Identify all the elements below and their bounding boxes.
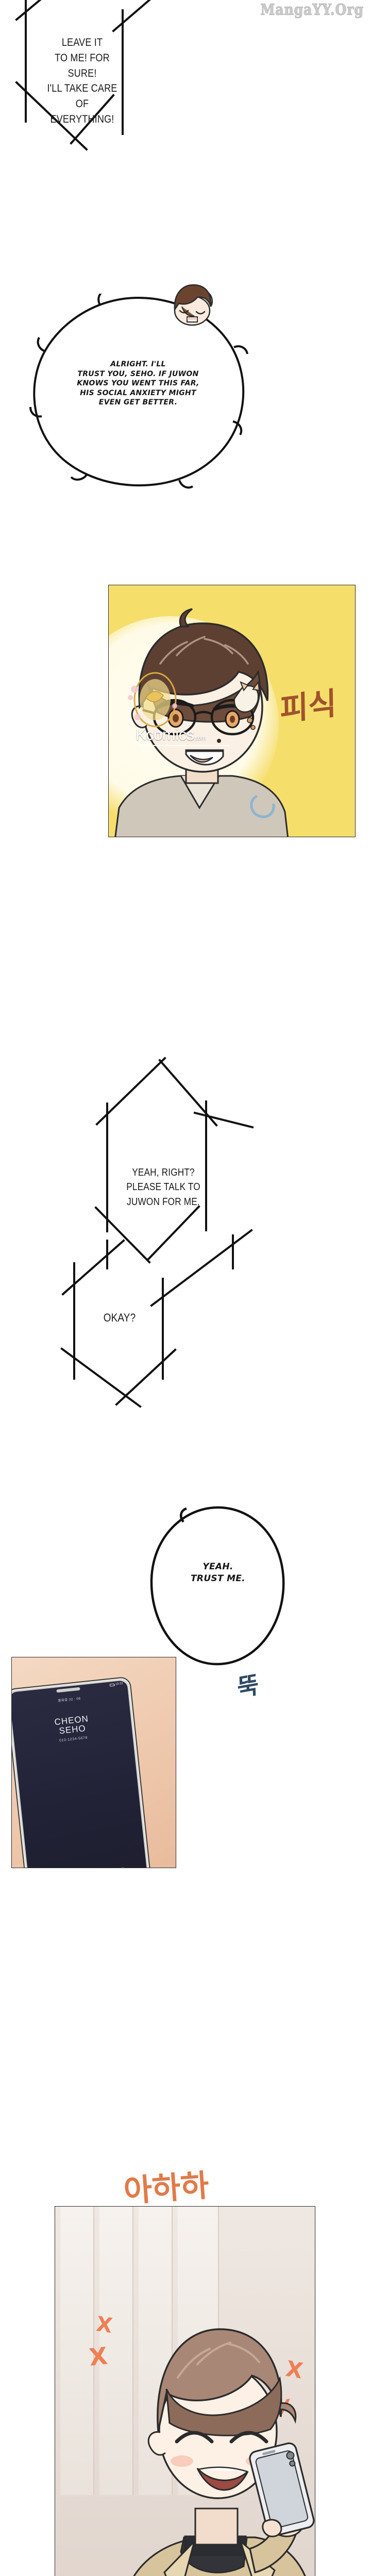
speech-bubble-text-1: ALRIGHT. I'LL TRUST YOU, SEHO. IF JUWON … [77,360,199,407]
narration-text-2: YEAH, RIGHT? PLEASE TALK TO JUWON FOR ME… [126,1167,200,1208]
kcomics-dots [138,742,151,744]
blue-wisp-decoration [250,795,275,818]
caller-name: CHEON SEHO [54,1714,89,1736]
chibi-character-head [167,281,217,328]
speech-bubble-1: ALRIGHT. I'LL TRUST YOU, SEHO. IF JUWON … [25,294,251,489]
phone-screen: 19:32 통화중 32 : 08 CHEON SEHO 010-1234-56… [12,1680,149,1868]
smartphone: 19:32 통화중 32 : 08 CHEON SEHO 010-1234-56… [12,1676,153,1868]
site-watermark: MangaYY.Org [260,1,364,19]
art-panel-hallway: X X X X [55,2206,315,2576]
phone-notch [56,1687,80,1693]
narration-text-1: LEAVE IT TO ME! FOR SURE! I'LL TAKE CARE… [47,37,117,126]
kcomics-suffix: .com [194,735,206,741]
sparkle-x-1: X [94,2312,114,2338]
sfx-ahaha: 아하하 [122,2167,210,2210]
status-time: 19:32 [115,1682,124,1686]
caller-number: 010-1234-5678 [59,1736,88,1743]
character-seho-smirking [114,608,289,837]
speech-bubble-text-2: YEAH. TRUST ME. [191,1562,245,1584]
narration-text-3: OKAY? [103,1311,136,1324]
battery-icon [109,1683,115,1687]
call-action-speaker[interactable]: 🔊 SPEAKER ON [110,1867,136,1868]
sfx-pisik: 피식 [279,685,337,728]
sparkle-x-2: X [88,2342,109,2371]
hall-window-2 [99,2207,133,2495]
narration-hexagon-1: LEAVE IT TO ME! FOR SURE! I'LL TAKE CARE… [10,0,196,206]
call-timer: 통화중 32 : 08 [58,1697,81,1703]
kcomics-name: Kcomics [136,725,194,743]
narration-hexagon-3: OKAY? [36,1229,273,1443]
golden-medallion-decoration [128,672,177,727]
character-juwon-laughing [133,2328,315,2576]
speaker-icon[interactable]: 🔊 [110,1867,134,1868]
speech-bubble-2: YEAH. TRUST ME. [143,1504,293,1669]
kcomics-watermark: Kcomics.com [136,725,206,744]
art-panel-phone: 19:32 통화중 32 : 08 CHEON SEHO 010-1234-56… [11,1657,176,1868]
kcomics-rule [138,745,230,746]
art-panel-yellow: 피식 Kcomics.com [108,585,356,837]
call-action-bar: ⊘ BLOCK ✉ MESSAGE 🔊 SPEAKER ON [28,1866,148,1868]
sfx-ttuk: 뚝 [237,1670,259,1702]
phone-statusbar: 19:32 [109,1682,124,1687]
narration-hexagon-2: YEAH, RIGHT? PLEASE TALK TO JUWON FOR ME… [88,1057,304,1334]
hall-window-1 [60,2207,94,2495]
